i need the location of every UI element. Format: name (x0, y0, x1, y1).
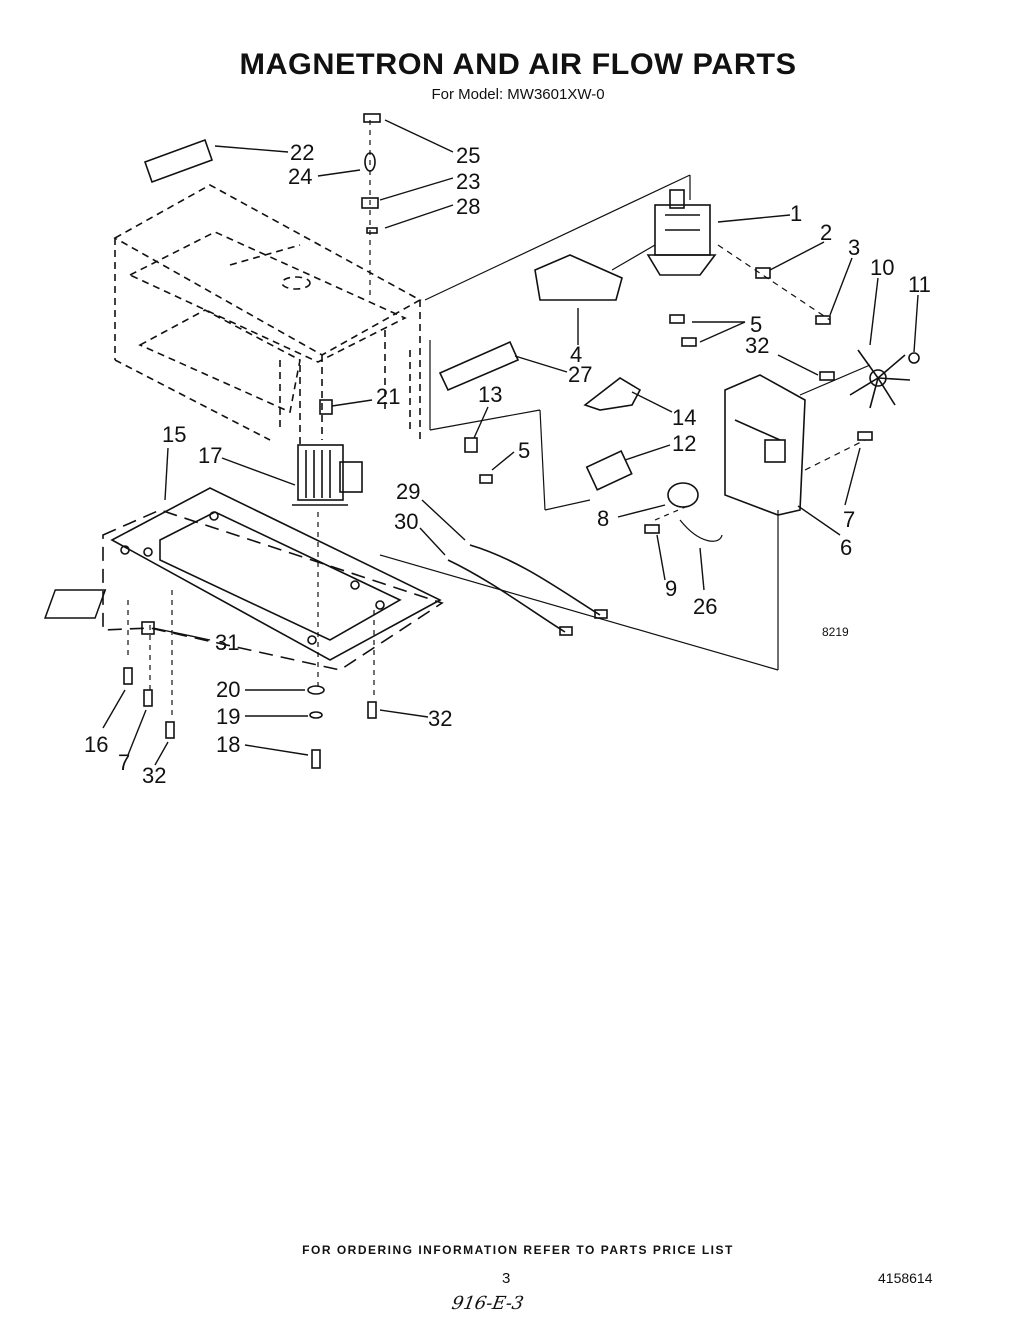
callout: 32 (142, 763, 166, 788)
base-dashed-outline (102, 509, 444, 671)
callout: 7 (843, 507, 855, 532)
transformer (292, 444, 363, 506)
stirrer-cover (143, 138, 214, 184)
callout: 22 (290, 140, 314, 165)
duct-strip (438, 340, 520, 392)
callout: 5 (750, 312, 762, 337)
callout: 24 (288, 164, 312, 189)
callout: 6 (840, 535, 852, 560)
callout: 19 (216, 704, 240, 729)
cabinet-wireframe (113, 184, 422, 445)
base-plate (43, 487, 442, 661)
fan-blade (849, 349, 911, 409)
wire-harness (469, 544, 601, 616)
callout: 23 (456, 169, 480, 194)
capacitor (585, 450, 633, 491)
fan-motor (667, 482, 699, 508)
callout: 31 (215, 630, 239, 655)
callout: 5 (518, 438, 530, 463)
callout: 14 (672, 405, 696, 430)
magnetron (646, 189, 717, 276)
handwritten-note: 916-E-3 (450, 1293, 526, 1314)
callout: 1 (790, 201, 802, 226)
callout: 32 (745, 333, 769, 358)
callout: 16 (84, 732, 108, 757)
callout: 20 (216, 677, 240, 702)
callout: 26 (693, 594, 717, 619)
diagram-code: 8219 (822, 625, 849, 639)
callout: 18 (216, 732, 240, 757)
page-title: MAGNETRON AND AIR FLOW PARTS (239, 48, 797, 81)
callout: 17 (198, 443, 222, 468)
fan-housing (724, 374, 806, 516)
callout: 21 (376, 384, 400, 409)
callout: 30 (394, 509, 418, 534)
callout: 29 (396, 479, 420, 504)
callout: 27 (568, 362, 592, 387)
bracket (583, 377, 642, 411)
callout: 12 (672, 431, 696, 456)
callout: 8 (597, 506, 609, 531)
callout: 13 (478, 382, 502, 407)
callout: 7 (118, 750, 130, 775)
callout: 28 (456, 194, 480, 219)
page-number: 3 (502, 1270, 511, 1287)
callout: 10 (870, 255, 894, 280)
callout: 11 (908, 272, 931, 297)
callout: 15 (162, 422, 186, 447)
document-number: 4158614 (878, 1270, 933, 1286)
callout: 25 (456, 143, 480, 168)
air-guide (534, 254, 623, 301)
callout-labels: 1 2 3 4 5 5 6 7 7 8 9 10 11 12 13 14 15 … (84, 140, 931, 788)
callout: 2 (820, 220, 832, 245)
model-subtitle: For Model: MW3601XW-0 (431, 86, 605, 103)
callout: 32 (428, 706, 452, 731)
callout: 9 (665, 576, 677, 601)
callout: 4 (570, 342, 582, 367)
callout: 3 (848, 235, 860, 260)
ordering-note: FOR ORDERING INFORMATION REFER TO PARTS … (302, 1243, 734, 1257)
